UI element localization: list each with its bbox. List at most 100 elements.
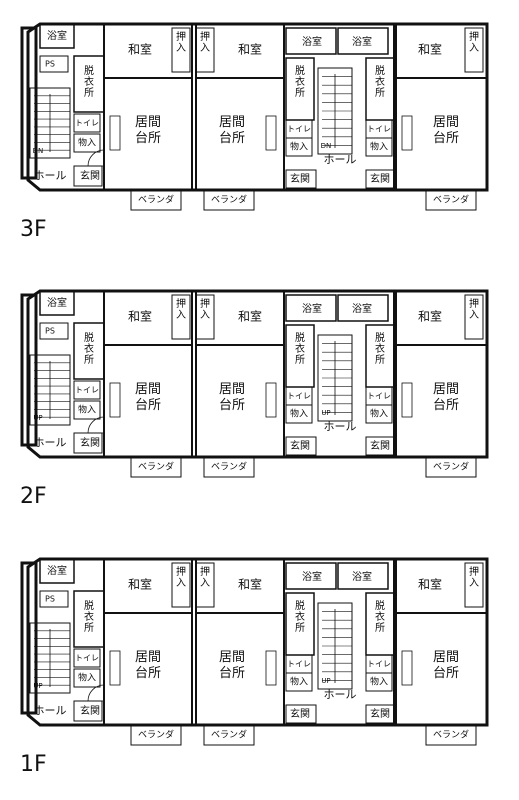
oshiire-closet	[195, 562, 215, 608]
storage-label: 物入	[370, 676, 388, 688]
storage-room	[73, 668, 101, 688]
bath-label: 浴室	[352, 302, 372, 315]
washitsu-label: 和室	[128, 42, 152, 57]
veranda-d	[425, 189, 477, 211]
kitchen-counter	[109, 382, 121, 418]
entrance-label: 玄関	[80, 436, 100, 449]
bath-room	[39, 290, 75, 316]
floor-level-label: 2F	[20, 484, 47, 509]
entrance-label: 玄関	[370, 172, 390, 185]
living-kitchen-label: 居間台所	[135, 650, 161, 681]
hall-label: ホール	[324, 153, 357, 166]
stair-well	[29, 622, 71, 694]
living-kitchen-label: 居間台所	[433, 382, 459, 413]
floor-plan-1f: 浴室PSUPホール脱衣所トイレ物入玄関和室押入居間台所ベランダ和室押入居間台所ベ…	[20, 557, 489, 777]
stair-tower-wall	[20, 26, 38, 180]
bath-room	[337, 27, 389, 55]
stair-tower-wall	[20, 293, 38, 447]
living-kitchen-label: 居間台所	[219, 382, 245, 413]
door-swing	[87, 149, 105, 167]
entrance-room	[285, 436, 317, 456]
entrance-label: 玄関	[370, 707, 390, 720]
stair-direction-label: UP	[33, 414, 42, 422]
bath-room	[285, 294, 337, 322]
entrance-room	[285, 704, 317, 724]
oshiire-closet	[171, 294, 191, 340]
oshiire-label: 押入	[176, 30, 186, 54]
washitsu-label: 和室	[238, 309, 262, 324]
veranda-label: ベランダ	[211, 194, 247, 206]
bath-room	[39, 23, 75, 49]
veranda-d	[425, 724, 477, 746]
entrance-label: 玄関	[370, 439, 390, 452]
entrance-room	[285, 169, 317, 189]
toilet-room	[73, 113, 101, 133]
living-kitchen-label: 居間台所	[433, 115, 459, 146]
storage-label: 物入	[370, 141, 388, 153]
veranda-label: ベランダ	[211, 461, 247, 473]
bath-label: 浴室	[302, 35, 322, 48]
veranda-b	[203, 456, 255, 478]
storage-room	[365, 137, 393, 157]
oshiire-label: 押入	[200, 565, 210, 589]
stair-direction-label: UP	[33, 682, 42, 690]
ps-shaft	[39, 55, 69, 73]
veranda-label: ベランダ	[138, 729, 174, 741]
toilet-label: トイレ	[75, 654, 99, 663]
living-kitchen-label: 居間台所	[135, 382, 161, 413]
veranda-label: ベランダ	[211, 729, 247, 741]
washitsu-label: 和室	[128, 309, 152, 324]
ps-label: PS	[45, 60, 55, 69]
entrance-label: 玄関	[80, 704, 100, 717]
floor-level-label: 3F	[20, 217, 47, 242]
hall-label: ホール	[324, 688, 357, 701]
stair-direction-label: UP	[321, 677, 330, 685]
door-swing	[87, 684, 105, 702]
kitchen-counter	[265, 382, 277, 418]
ps-label: PS	[45, 595, 55, 604]
storage-label: 物入	[78, 137, 96, 149]
toilet-room	[73, 380, 101, 400]
veranda-b	[203, 724, 255, 746]
oshiire-closet	[195, 294, 215, 340]
veranda-d	[425, 456, 477, 478]
storage-label: 物入	[290, 676, 308, 688]
oshiire-label: 押入	[200, 297, 210, 321]
stair-tower-wall	[20, 561, 38, 715]
kitchen-counter	[401, 115, 413, 151]
washitsu-label: 和室	[418, 577, 442, 592]
oshiire-label: 押入	[469, 297, 479, 321]
storage-label: 物入	[290, 408, 308, 420]
door-swing	[87, 416, 105, 434]
veranda-label: ベランダ	[433, 194, 469, 206]
floor-plan-2f: 浴室PSUPホール脱衣所トイレ物入玄関和室押入居間台所ベランダ和室押入居間台所ベ…	[20, 289, 489, 509]
entrance-label: 玄関	[290, 172, 310, 185]
living-kitchen-label: 居間台所	[219, 115, 245, 146]
veranda-b	[203, 189, 255, 211]
bath-room	[39, 558, 75, 584]
stair-well	[29, 354, 71, 426]
stair-well	[29, 87, 71, 159]
kitchen-counter	[109, 650, 121, 686]
ps-label: PS	[45, 327, 55, 336]
hall-label: ホール	[34, 704, 67, 717]
dressing-label: 脱衣所	[375, 331, 385, 366]
veranda-a	[130, 456, 182, 478]
bath-room	[337, 562, 389, 590]
storage-label: 物入	[370, 408, 388, 420]
hall-label: ホール	[34, 436, 67, 449]
oshiire-closet	[171, 27, 191, 73]
kitchen-counter	[401, 382, 413, 418]
kitchen-counter	[109, 115, 121, 151]
bath-label: 浴室	[47, 29, 67, 42]
living-kitchen-label: 居間台所	[219, 650, 245, 681]
storage-label: 物入	[290, 141, 308, 153]
oshiire-label: 押入	[200, 30, 210, 54]
storage-label: 物入	[78, 404, 96, 416]
oshiire-closet	[171, 562, 191, 608]
storage-room	[73, 133, 101, 153]
toilet-label: トイレ	[367, 660, 391, 669]
washitsu-label: 和室	[418, 42, 442, 57]
hall-label: ホール	[34, 169, 67, 182]
oshiire-closet	[464, 27, 484, 73]
